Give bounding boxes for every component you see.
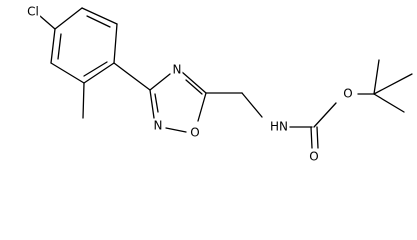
molecule-canvas: Cl N N O HN O O xyxy=(26,4,413,164)
bond xyxy=(197,92,207,122)
bond xyxy=(113,23,118,64)
bond-layer xyxy=(39,7,413,149)
bond xyxy=(39,15,56,30)
bond xyxy=(154,93,159,113)
bond xyxy=(373,93,405,113)
atom-n-lower-label: N xyxy=(152,118,164,133)
bond xyxy=(82,82,85,119)
atom-cl-label: Cl xyxy=(26,4,40,19)
atom-hn-label: HN xyxy=(269,119,289,134)
bond xyxy=(83,62,115,84)
bond xyxy=(310,126,313,149)
bond xyxy=(81,7,118,25)
bond xyxy=(83,61,108,77)
bond xyxy=(113,62,151,91)
bond xyxy=(50,28,56,64)
bond xyxy=(313,102,337,128)
atom-o-ester-label: O xyxy=(342,86,354,101)
atom-o-carbonyl-label: O xyxy=(308,149,320,164)
bond xyxy=(165,127,187,133)
bond xyxy=(373,59,380,95)
bond xyxy=(50,62,85,84)
bond xyxy=(373,73,413,95)
atom-n-upper-label: N xyxy=(171,62,183,77)
bond xyxy=(149,73,171,91)
bond xyxy=(181,71,207,94)
bond xyxy=(86,15,111,28)
bond xyxy=(149,89,155,119)
bond xyxy=(316,126,319,149)
bond xyxy=(185,79,203,95)
bond xyxy=(241,92,263,118)
bond xyxy=(57,33,62,60)
atom-o-ring-label: O xyxy=(189,125,201,140)
bond xyxy=(54,7,83,30)
